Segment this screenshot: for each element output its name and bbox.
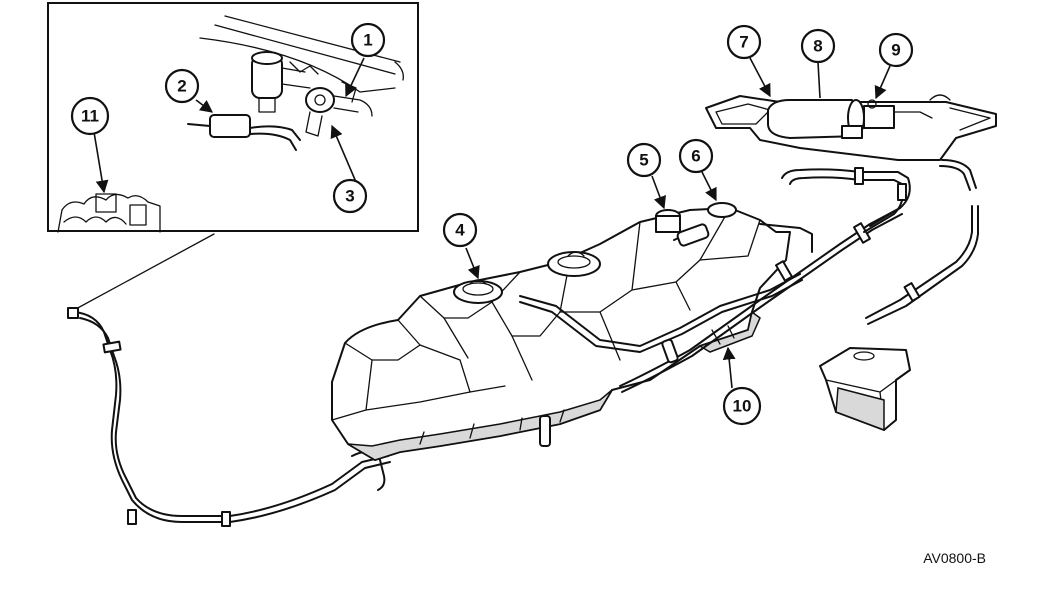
callout-4-label: 4 bbox=[455, 221, 465, 240]
callout-2-label: 2 bbox=[177, 77, 186, 96]
callout-6-label: 6 bbox=[691, 147, 700, 166]
callout-1-label: 1 bbox=[363, 31, 372, 50]
bracket-and-block bbox=[819, 347, 911, 432]
callout-10-label: 10 bbox=[733, 397, 752, 416]
figure-reference-code: AV0800-B bbox=[923, 550, 986, 566]
fuel-tank bbox=[331, 202, 791, 461]
tank-lines bbox=[519, 207, 903, 447]
callout-8-label: 8 bbox=[813, 37, 822, 56]
fuel-supply-lines bbox=[67, 307, 391, 527]
callout-3-label: 3 bbox=[345, 187, 354, 206]
callout-5-label: 5 bbox=[639, 151, 648, 170]
callout-11-label: 11 bbox=[81, 107, 99, 126]
callout-7-label: 7 bbox=[739, 33, 748, 52]
inset-leader-line bbox=[73, 233, 215, 311]
filter-assembly bbox=[705, 94, 997, 161]
vapor-hoses bbox=[781, 159, 979, 325]
callouts: 1 2 3 11 4 5 6 7 8 9 bbox=[70, 22, 914, 426]
callout-9-label: 9 bbox=[891, 41, 900, 60]
